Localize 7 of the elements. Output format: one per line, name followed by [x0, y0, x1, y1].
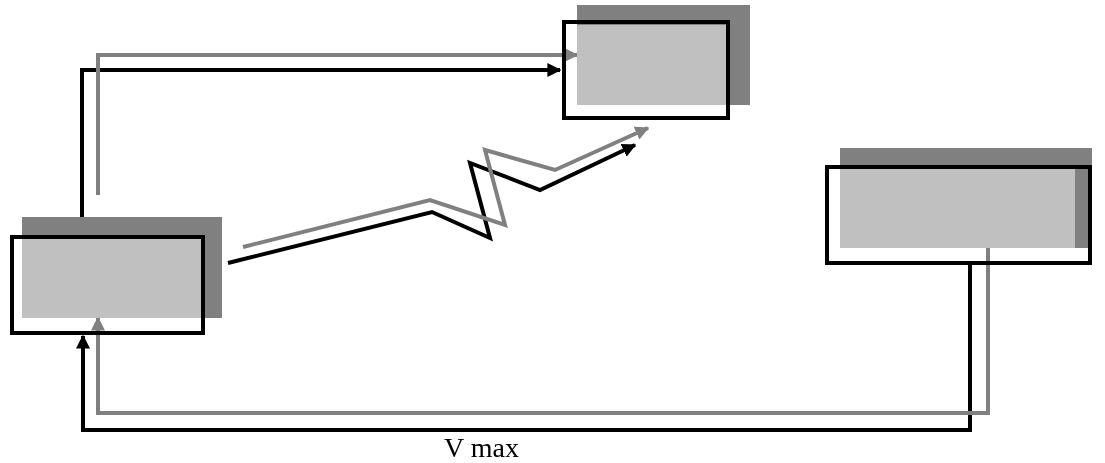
shadowed-box: [562, 5, 750, 121]
arrow: [76, 265, 972, 432]
shadowed-box: [10, 217, 223, 336]
shadowed-box: [825, 148, 1093, 266]
arrow: [242, 126, 650, 249]
arrow: [96, 48, 579, 195]
arrow: [227, 143, 637, 265]
